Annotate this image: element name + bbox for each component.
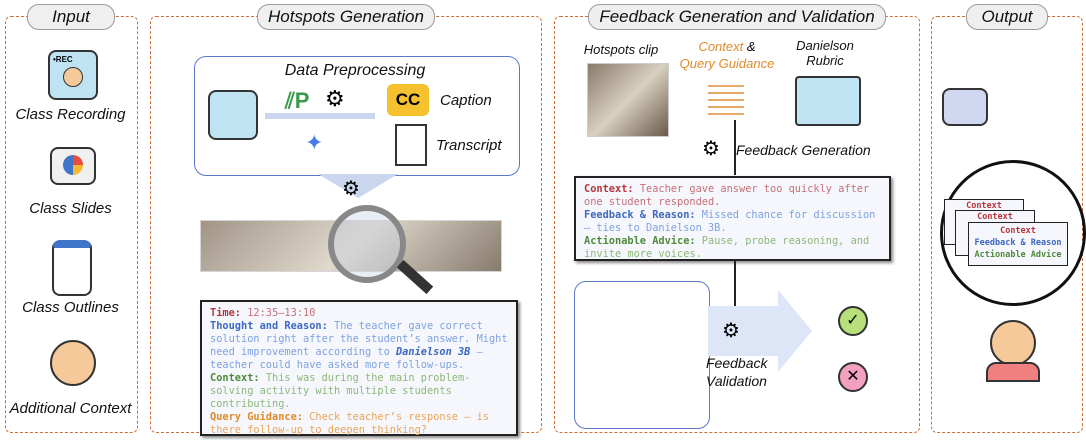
class-slides-label: Class Slides [29, 200, 112, 217]
document-lines-icon [708, 80, 744, 120]
recording-icon [208, 90, 258, 140]
whisper-logo-icon: ⫽P [285, 88, 310, 113]
additional-context-icon [50, 340, 96, 386]
feedback-title: Feedback Generation and Validation [588, 4, 886, 30]
caption-label: Caption [440, 92, 492, 109]
openai-icon: ⚙ [702, 138, 720, 160]
hotspots-title: Hotspots Generation [257, 4, 435, 30]
openai-icon: ⚙ [722, 320, 740, 342]
openai-icon: ⚙ [325, 86, 345, 111]
feedback-validation-label: Feedback Validation [706, 355, 768, 389]
reject-icon: ✕ [838, 362, 868, 392]
arrow-right [265, 113, 375, 119]
arrow-down-line [734, 120, 736, 175]
input-title: Input [27, 4, 115, 30]
output-title: Output [966, 4, 1048, 30]
class-recording-label: Class Recording [15, 106, 126, 123]
class-outlines-label: Class Outlines [22, 299, 119, 316]
validation-inputs-box [574, 281, 710, 429]
hotspots-clip-image [587, 63, 669, 137]
cc-icon: CC [387, 84, 429, 116]
transcript-label: Transcript [436, 137, 502, 154]
openai-icon: ⚙ [342, 178, 360, 200]
approve-icon: ✓ [838, 306, 868, 336]
feedback-generation-label: Feedback Generation [736, 142, 871, 158]
thought-cloud [940, 160, 1086, 306]
class-slides-icon [50, 147, 96, 185]
hotspot-box: Time: 12:35–13:10 Thought and Reason: Th… [200, 300, 518, 436]
rubric-book-icon [795, 76, 861, 126]
feedback-result-box: Context: Teacher gave answer too quickly… [574, 176, 891, 261]
transcript-icon [395, 124, 427, 166]
validation-arrow [708, 306, 778, 356]
validation-arrow-head [778, 290, 812, 372]
danielson-rubric-label: Danielson Rubric [796, 38, 854, 68]
class-outlines-icon [52, 240, 92, 296]
context-query-label: Context &Query Guidance [679, 39, 775, 71]
magnifier-icon [328, 205, 406, 283]
robot-icon [942, 88, 988, 126]
teacher-body [986, 362, 1040, 382]
arrow-down-line [734, 261, 736, 311]
preprocessing-title: Data Preprocessing [284, 62, 426, 79]
additional-context-label: Additional Context [9, 400, 132, 417]
class-recording-icon: •REC [48, 50, 98, 100]
rec-text: •REC [53, 55, 73, 64]
down-arrow [318, 174, 398, 198]
gemini-icon: ✦ [305, 130, 324, 155]
hotspots-clip-label: Hotspots clip [583, 42, 659, 57]
teacher-icon [990, 320, 1036, 366]
